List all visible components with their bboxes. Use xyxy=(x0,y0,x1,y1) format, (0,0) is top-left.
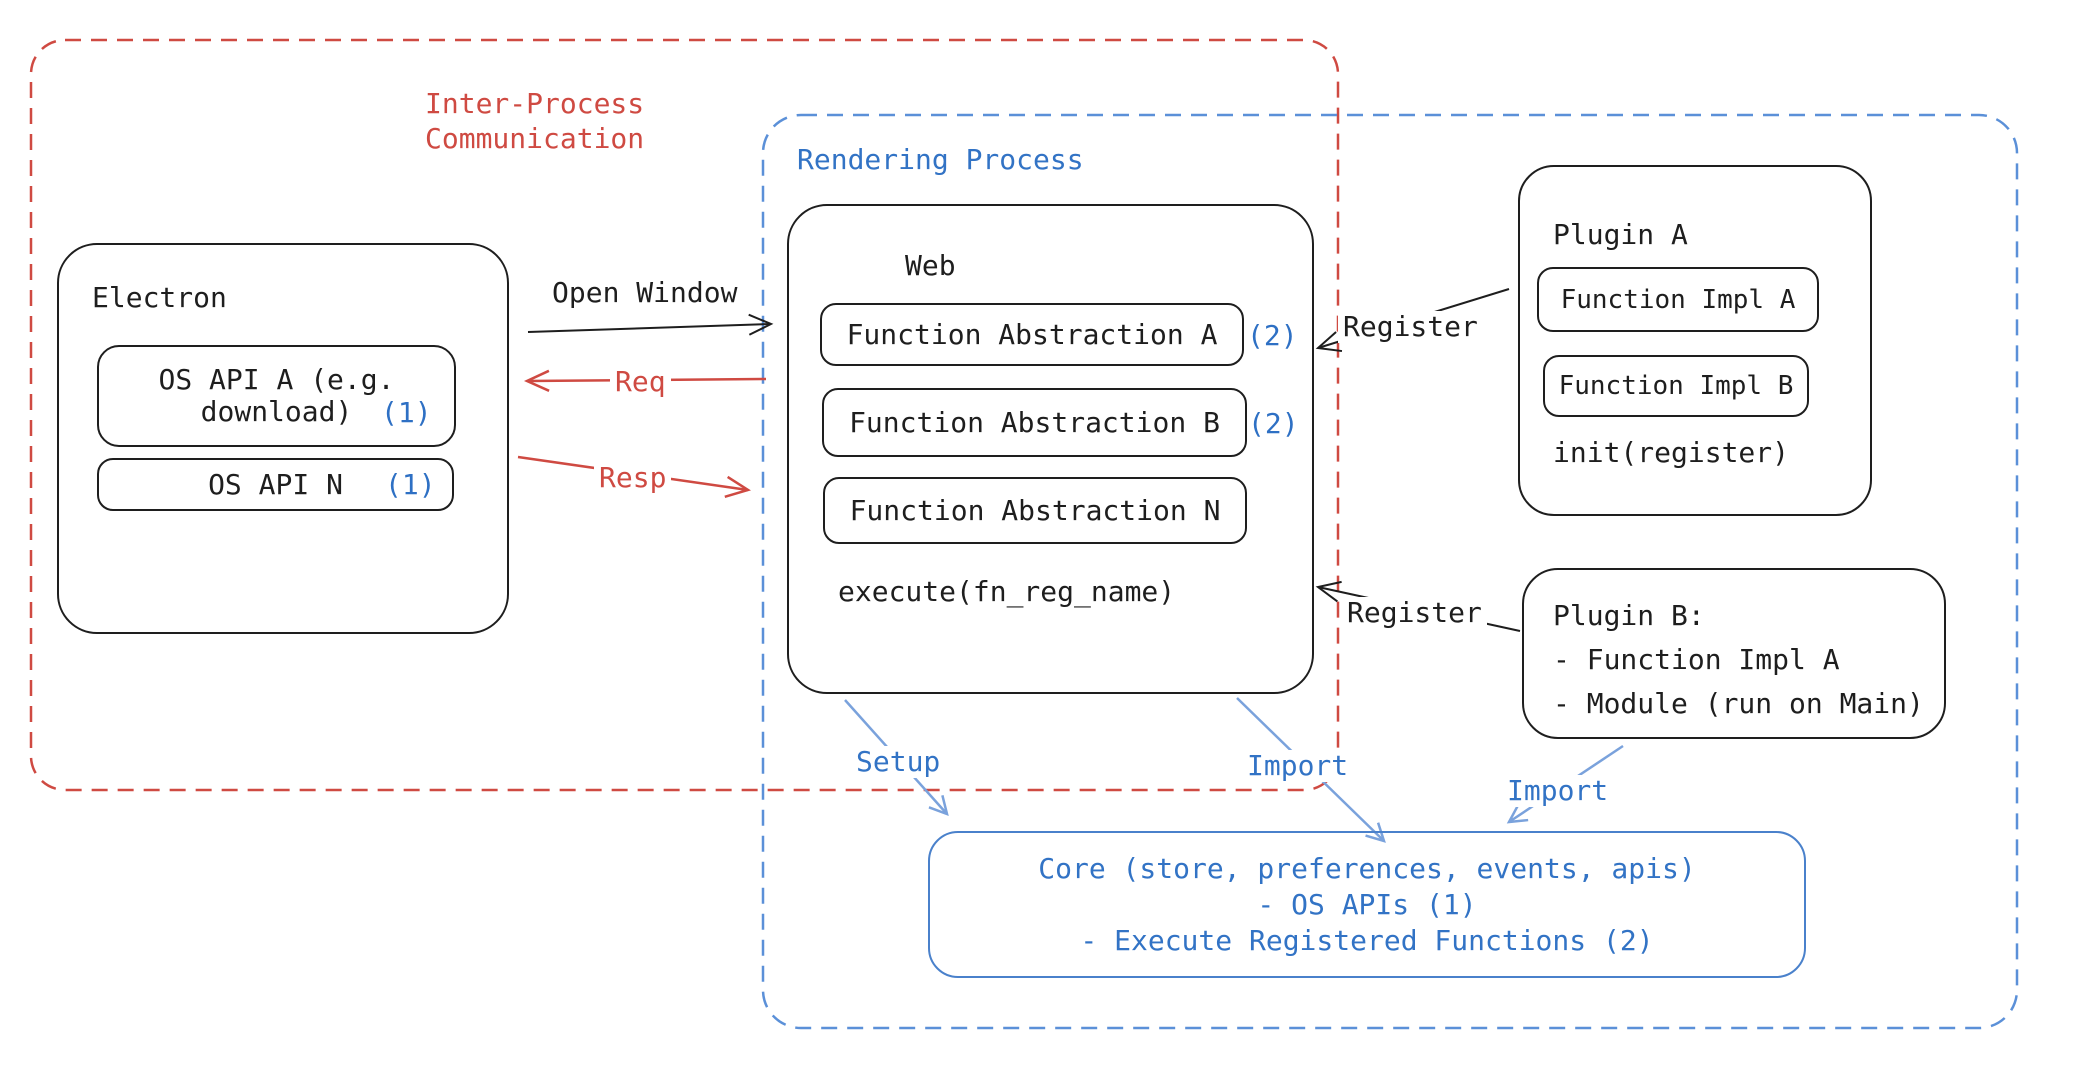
resp-arrow-label: Resp xyxy=(594,461,672,495)
core-box: Core (store, preferences, events, apis) … xyxy=(928,831,1806,978)
function-abstraction-a-label: Function Abstraction A xyxy=(846,318,1218,351)
electron-title: Electron xyxy=(92,281,227,314)
rendering-region-title: Rendering Process xyxy=(797,143,1084,176)
function-abstraction-b-ref-badge: (2) xyxy=(1248,407,1299,440)
core-title-line: Core (store, preferences, events, apis) xyxy=(1038,851,1696,885)
os-api-n-box: OS API N xyxy=(97,458,454,511)
plugin-a-title: Plugin A xyxy=(1553,218,1688,251)
plugin-a-function-impl-b-label: Function Impl B xyxy=(1558,371,1794,401)
plugin-b-title: Plugin B: xyxy=(1553,599,1705,632)
plugin-b-box xyxy=(1522,568,1946,739)
plugin-b-item-module: - Module (run on Main) xyxy=(1553,687,1924,720)
open-window-arrow-label: Open Window xyxy=(552,276,738,309)
open-window-arrow xyxy=(527,313,774,336)
os-api-a-ref-badge: (1) xyxy=(381,396,432,429)
electron-box xyxy=(57,243,509,634)
plugin-a-function-impl-b-box: Function Impl B xyxy=(1543,355,1809,417)
plugin-a-box xyxy=(1518,165,1872,516)
plugin-b-item-function-impl-a: - Function Impl A xyxy=(1553,643,1840,676)
os-api-n-ref-badge: (1) xyxy=(385,468,436,501)
import-web-label: Import xyxy=(1242,749,1354,783)
register-plugin-b-label: Register xyxy=(1342,596,1487,630)
plugin-a-init-text: init(register) xyxy=(1553,436,1790,469)
import-plugin-b-label: Import xyxy=(1502,774,1614,808)
web-title: Web xyxy=(905,249,956,282)
os-api-a-box: OS API A (e.g. download) xyxy=(97,345,456,447)
os-api-a-label-line2: download) xyxy=(200,395,353,428)
function-abstraction-n-box: Function Abstraction N xyxy=(823,477,1247,544)
web-execute-text: execute(fn_reg_name) xyxy=(838,575,1176,608)
plugin-a-function-impl-a-label: Function Impl A xyxy=(1560,284,1796,315)
req-arrow-label: Req xyxy=(610,365,671,399)
core-execute-line: - Execute Registered Functions (2) xyxy=(1080,923,1654,957)
plugin-a-function-impl-a-box: Function Impl A xyxy=(1537,267,1819,332)
function-abstraction-a-ref-badge: (2) xyxy=(1247,319,1298,352)
ipc-region-title-line1: Inter-Process xyxy=(425,87,645,120)
os-api-n-label: OS API N xyxy=(208,468,343,501)
function-abstraction-b-box: Function Abstraction B xyxy=(822,388,1247,457)
function-abstraction-a-box: Function Abstraction A xyxy=(820,303,1244,366)
register-plugin-a-label: Register xyxy=(1338,310,1483,344)
core-os-apis-line: - OS APIs (1) xyxy=(1257,887,1477,921)
os-api-a-label-line1: OS API A (e.g. xyxy=(158,363,395,396)
web-box xyxy=(787,204,1314,694)
function-abstraction-n-label: Function Abstraction N xyxy=(849,494,1221,527)
setup-arrow-label: Setup xyxy=(851,745,946,779)
ipc-region-title-line2: Communication xyxy=(425,122,645,155)
function-abstraction-b-label: Function Abstraction B xyxy=(849,406,1220,439)
